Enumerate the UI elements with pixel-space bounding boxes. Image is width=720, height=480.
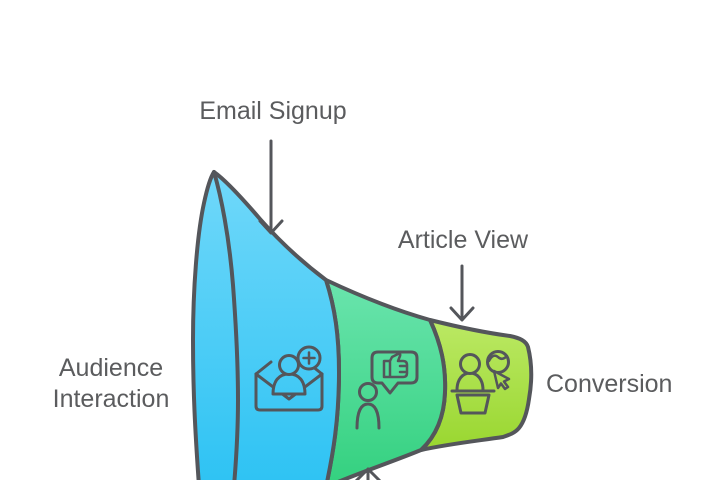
shopper-head [459, 353, 481, 375]
thumbs-up-glyph [382, 352, 409, 379]
person-body [355, 402, 381, 430]
envelope-fold [254, 372, 324, 401]
bell-rim-line [212, 170, 240, 480]
user-shoulders [271, 372, 307, 396]
person-head [358, 382, 378, 402]
article-view-arrow [449, 264, 475, 322]
email-signup-arrow [258, 139, 284, 235]
second-user-hair [487, 354, 509, 363]
bottom-callout-arrow [354, 467, 382, 480]
shopper-click-icon [450, 350, 511, 415]
label-audience-line2: Interaction [52, 385, 170, 413]
label-email-signup: Email Signup [199, 97, 347, 125]
label-conversion: Conversion [546, 370, 673, 398]
cursor-pointer [492, 369, 511, 391]
callout-arrows [258, 139, 475, 480]
user-comment-like-icon [355, 350, 419, 430]
envelope-body [254, 372, 324, 412]
label-audience-line1: Audience [58, 354, 164, 382]
label-audience-interaction: Audience Interaction [11, 353, 211, 415]
label-article-view: Article View [397, 226, 529, 254]
plus-sign [302, 351, 316, 365]
envelope-add-user-icon [254, 345, 324, 412]
funnel-stage-audience [191, 170, 341, 480]
second-user-head [486, 350, 510, 374]
basket-body [455, 393, 491, 415]
user-head [278, 354, 300, 376]
